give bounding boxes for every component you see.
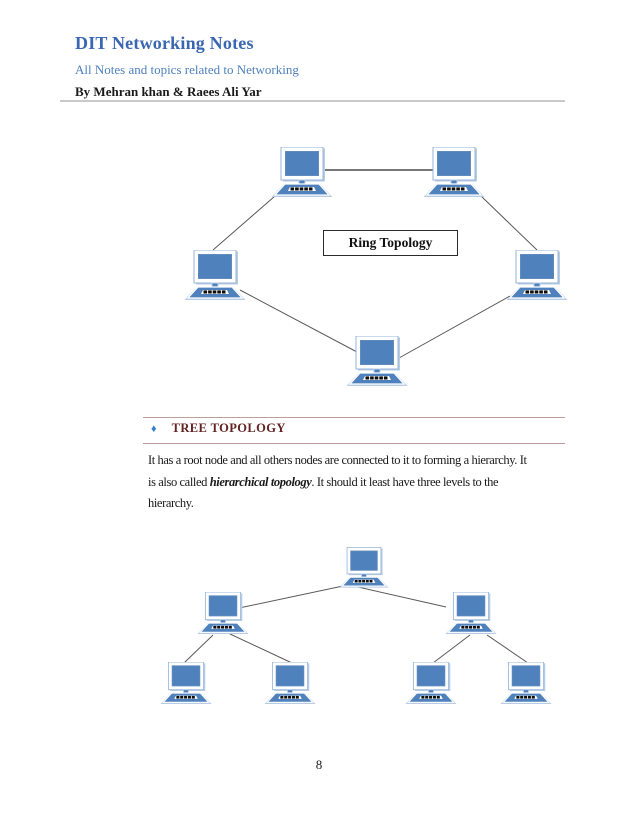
- paragraph-text-before: It has a root node and all others nodes …: [148, 453, 527, 489]
- page-title: DIT Networking Notes: [75, 33, 254, 53]
- ring-topology-label: Ring Topology: [348, 235, 433, 250]
- ring-topology-diagram: Ring Topology: [150, 130, 590, 410]
- ring-topology-label-box: Ring Topology: [323, 230, 458, 256]
- computer-icon: [500, 662, 552, 704]
- header-divider: [60, 100, 565, 102]
- computer-icon: [160, 662, 212, 704]
- byline: By Mehran khan & Raees Ali Yar: [75, 84, 262, 99]
- computer-icon: [423, 147, 485, 197]
- connector-line: [432, 634, 471, 664]
- paragraph-text-after: . It should it least have three levels t…: [148, 474, 499, 511]
- computer-icon: [506, 250, 568, 300]
- computer-icon: [264, 662, 316, 704]
- computer-icon: [339, 547, 389, 588]
- computer-icon: [346, 336, 408, 386]
- section-divider-bottom: [143, 443, 565, 444]
- computer-icon: [271, 147, 333, 197]
- connector-line: [183, 634, 214, 664]
- connector-line: [486, 634, 529, 664]
- connector-line: [229, 633, 293, 664]
- connector-line: [480, 195, 538, 251]
- connector-line: [238, 585, 344, 609]
- section-divider-top: [143, 417, 565, 418]
- connector-line: [398, 295, 511, 359]
- computer-icon: [445, 592, 497, 634]
- section-heading-tree-topology: ♦ TREE TOPOLOGY: [151, 421, 286, 436]
- tree-topology-diagram: [140, 540, 570, 715]
- connector-line: [239, 289, 358, 353]
- computer-icon: [405, 662, 457, 704]
- page-number: 8: [315, 757, 323, 772]
- section-heading-label: TREE TOPOLOGY: [171, 421, 286, 435]
- diamond-bullet-icon: ♦: [151, 423, 157, 435]
- page-subtitle: All Notes and topics related to Networki…: [75, 62, 299, 77]
- paragraph-emphasis: hierarchical topology: [209, 474, 312, 489]
- connector-line: [357, 586, 447, 608]
- tree-topology-paragraph: It has a root node and all others nodes …: [148, 450, 608, 515]
- connector-line: [212, 195, 276, 251]
- computer-icon: [184, 250, 246, 300]
- computer-icon: [197, 592, 249, 634]
